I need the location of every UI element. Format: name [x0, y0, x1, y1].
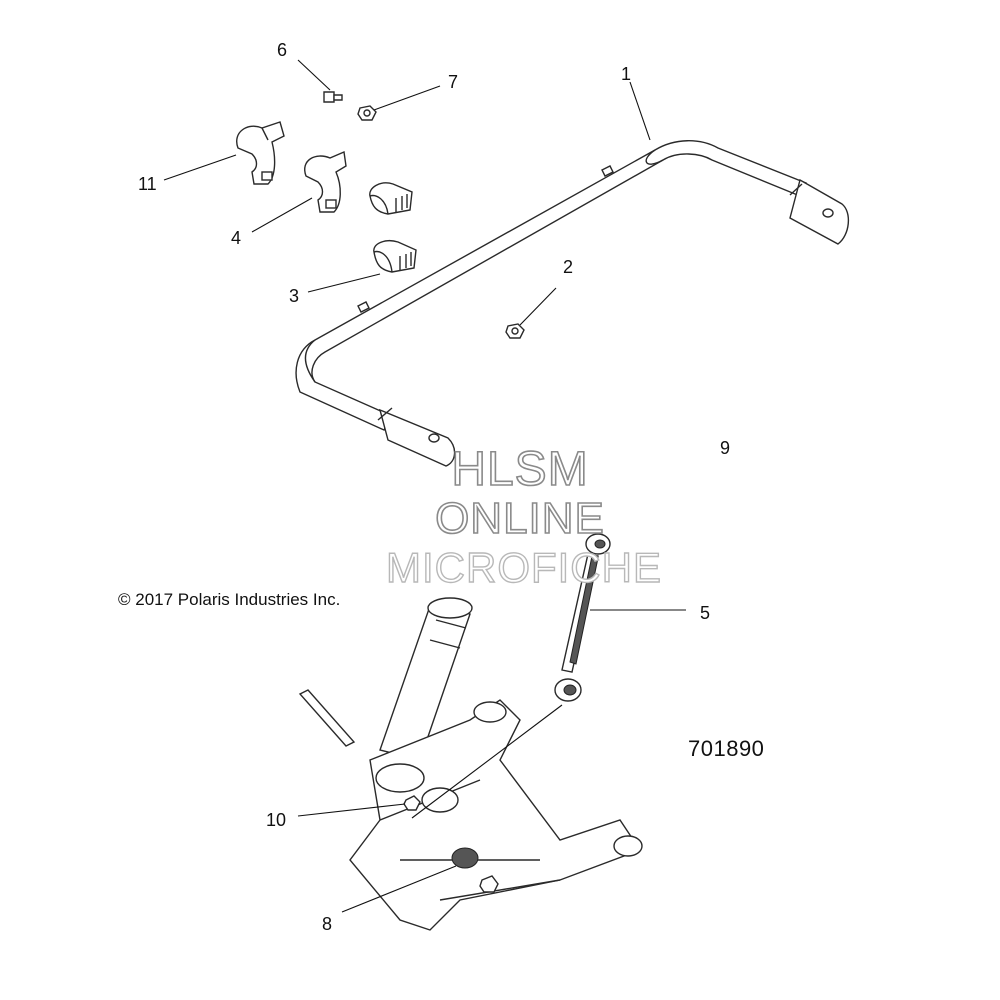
stabilizer-bar	[295, 140, 849, 467]
figure-number: 701890	[688, 736, 765, 761]
callout-8: 8	[322, 914, 333, 934]
watermark-line-3: MICROFICHE	[385, 543, 662, 591]
bracket-11	[236, 121, 285, 185]
callout-1: 1	[621, 64, 632, 84]
bushing-upper	[369, 182, 413, 215]
bracket-4	[304, 150, 347, 213]
callout-4: 4	[231, 228, 242, 248]
bolt-6	[323, 91, 343, 103]
suspension-arm	[298, 597, 643, 931]
watermark-line-2: ONLINE	[434, 493, 605, 544]
nut-7	[357, 105, 377, 121]
callout-7: 7	[448, 72, 459, 92]
copyright-text: © 2017 Polaris Industries Inc.	[118, 590, 341, 609]
bushing-3	[373, 240, 417, 273]
callout-11: 11	[138, 174, 157, 194]
callout-3: 3	[289, 286, 300, 306]
callout-10: 10	[266, 810, 287, 830]
callout-6: 6	[277, 40, 288, 60]
leader-lines	[163, 59, 686, 913]
nut-2	[505, 323, 525, 339]
callout-9: 9	[720, 438, 731, 458]
stabilizer-link-5	[554, 533, 611, 702]
watermark-line-1: HLSM	[451, 442, 589, 497]
callout-5: 5	[700, 603, 711, 623]
callout-2: 2	[563, 257, 574, 277]
